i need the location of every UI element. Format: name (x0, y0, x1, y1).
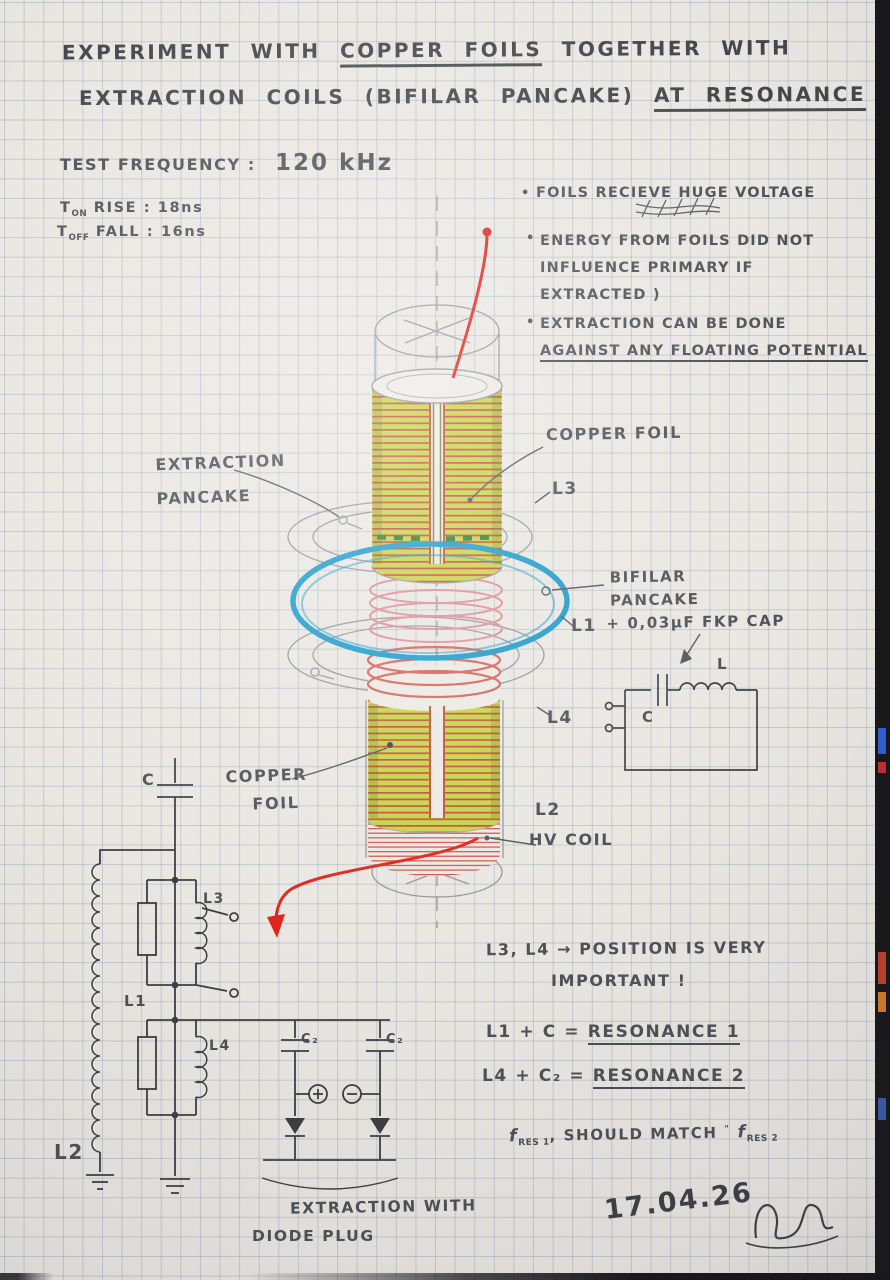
title-underlined-at-resonance: AT RESONANCE (653, 81, 867, 113)
label-line: PANCAKE (156, 485, 252, 509)
note-line: AGAINST ANY FLOATING POTENTIAL (540, 338, 868, 365)
lc-resonator-sketch (604, 674, 758, 771)
bifilar-pancake-ring (290, 541, 570, 661)
title-part: EXPERIMENT WITH (61, 38, 321, 65)
conclusion-position-line1: L3, L4 → POSITION IS VERY (485, 937, 767, 960)
circuit-label-l1: L1 (124, 992, 148, 1010)
note-extraction: EXTRACTION CAN BE DONE AGAINST ANY FLOAT… (540, 311, 868, 365)
title-part: TOGETHER WITH (561, 35, 792, 62)
ton-rise: TON RISE : 18ns (60, 200, 203, 219)
fres2-symbol: f (737, 1122, 747, 1143)
edge-mark (878, 1098, 886, 1120)
diode-plug-sketch (196, 1019, 399, 1190)
test-frequency: TEST FREQUENCY : 120 kHz (60, 150, 393, 176)
conclusion-position-line2: IMPORTANT ! (551, 971, 687, 990)
label-line: COPPER (225, 764, 308, 787)
resonance1-rhs: RESONANCE 1 (587, 1022, 741, 1045)
conclusion-resonance2: L4 + C₂ = RESONANCE 2 (482, 1066, 746, 1089)
edge-mark (878, 728, 886, 754)
label-line: BIFILAR (609, 567, 687, 587)
leader-lines (233, 446, 701, 846)
circuit-label-c: C (142, 770, 156, 789)
label-line: PANCAKE (609, 589, 700, 610)
resonance2-lhs: L4 + C₂ = (482, 1066, 586, 1086)
circuit-label-l4: L4 (209, 1038, 231, 1054)
conclusion-fres-match: fRES 1, SHOULD MATCH " fRES 2 (509, 1122, 778, 1149)
photo-edge-bottom (0, 1273, 890, 1280)
label-copper-foil-bottom: COPPER FOIL (225, 761, 309, 820)
title-line2: EXTRACTION COILS (BIFILAR PANCAKE) AT RE… (78, 81, 867, 113)
circuit-caption-line1: EXTRACTION WITH (289, 1196, 477, 1218)
title-line1: EXPERIMENT WITH COPPER FOILS TOGETHER WI… (61, 35, 792, 68)
note-foils-voltage: FOILS RECIEVE HUGE VOLTAGE (536, 185, 816, 201)
label-line: + 0,03μF FKP CAP (606, 611, 786, 633)
bullet-icon: • (526, 231, 536, 246)
label-bifilar-pancake: BIFILAR PANCAKE + 0,03μF FKP CAP (606, 563, 786, 635)
fres2-subscript: RES 2 (746, 1133, 779, 1145)
label-inductor-l: L (717, 655, 729, 673)
edge-mark (878, 952, 886, 984)
crossed-out-note (635, 197, 721, 218)
resonance1-lhs: L1 + C = (486, 1022, 581, 1042)
label-copper-foil-top: COPPER FOIL (545, 422, 683, 445)
resonance2-rhs: RESONANCE 2 (592, 1066, 746, 1089)
circuit-label-c2-left: C₂ (301, 1032, 320, 1047)
circuit-caption-line2: DIODE PLUG (252, 1227, 375, 1245)
pink-winding-rings (369, 576, 503, 643)
edge-mark (878, 762, 886, 773)
toff-subscript: OFF (68, 232, 90, 243)
conclusion-resonance1: L1 + C = RESONANCE 1 (486, 1022, 741, 1045)
note-line: EXTRACTED ) (540, 287, 661, 303)
main-circuit-sketch (86, 758, 239, 1194)
circuit-label-l2: L2 (54, 1140, 84, 1164)
ton-symbol: T (60, 200, 72, 216)
label-l1: L1 (571, 616, 597, 636)
note-energy: ENERGY FROM FOILS DID NOT INFLUENCE PRIM… (540, 228, 814, 309)
label-extraction-pancake: EXTRACTION PANCAKE (155, 444, 288, 517)
note-line: EXTRACTION CAN BE DONE (540, 316, 787, 332)
toff-symbol: T (57, 224, 69, 240)
photo-edge-right (875, 0, 890, 1280)
bottom-foil-coil (366, 645, 502, 876)
match-text: , SHOULD MATCH (549, 1123, 718, 1145)
title-part: EXTRACTION COILS (BIFILAR PANCAKE) (78, 83, 635, 111)
signature (745, 1203, 839, 1249)
red-wires (267, 227, 492, 938)
title-underlined-copper-foils: COPPER FOILS (339, 37, 543, 68)
bullet-icon: • (526, 315, 536, 330)
note-line: INFLUENCE PRIMARY IF (540, 260, 754, 276)
label-capacitor-c: C (642, 708, 655, 726)
edge-mark (878, 992, 886, 1012)
insert-quote: " (724, 1124, 731, 1135)
ton-subscript: ON (71, 208, 88, 219)
label-l2: L2 (535, 800, 561, 820)
fres1-subscript: RES 1 (518, 1137, 550, 1149)
toff-fall: TOFF FALL : 16ns (57, 224, 206, 243)
ton-value: RISE : 18ns (87, 200, 204, 216)
toff-value: FALL : 16ns (89, 224, 207, 240)
note-line: ENERGY FROM FOILS DID NOT (540, 233, 815, 249)
label-hv-coil: HV COIL (529, 830, 614, 849)
label-l3: L3 (552, 479, 578, 499)
circuit-label-l3: L3 (203, 891, 225, 907)
fres1-symbol: f (508, 1126, 519, 1147)
label-l4: L4 (547, 708, 573, 728)
top-foil-coil (371, 368, 503, 584)
test-frequency-value: 120 kHz (275, 150, 393, 176)
label-line: FOIL (252, 792, 300, 814)
test-frequency-label: TEST FREQUENCY : (60, 155, 256, 174)
bullet-icon: • (521, 186, 531, 201)
label-line: EXTRACTION (155, 450, 287, 475)
circuit-label-c2-right: C₂ (386, 1032, 405, 1047)
